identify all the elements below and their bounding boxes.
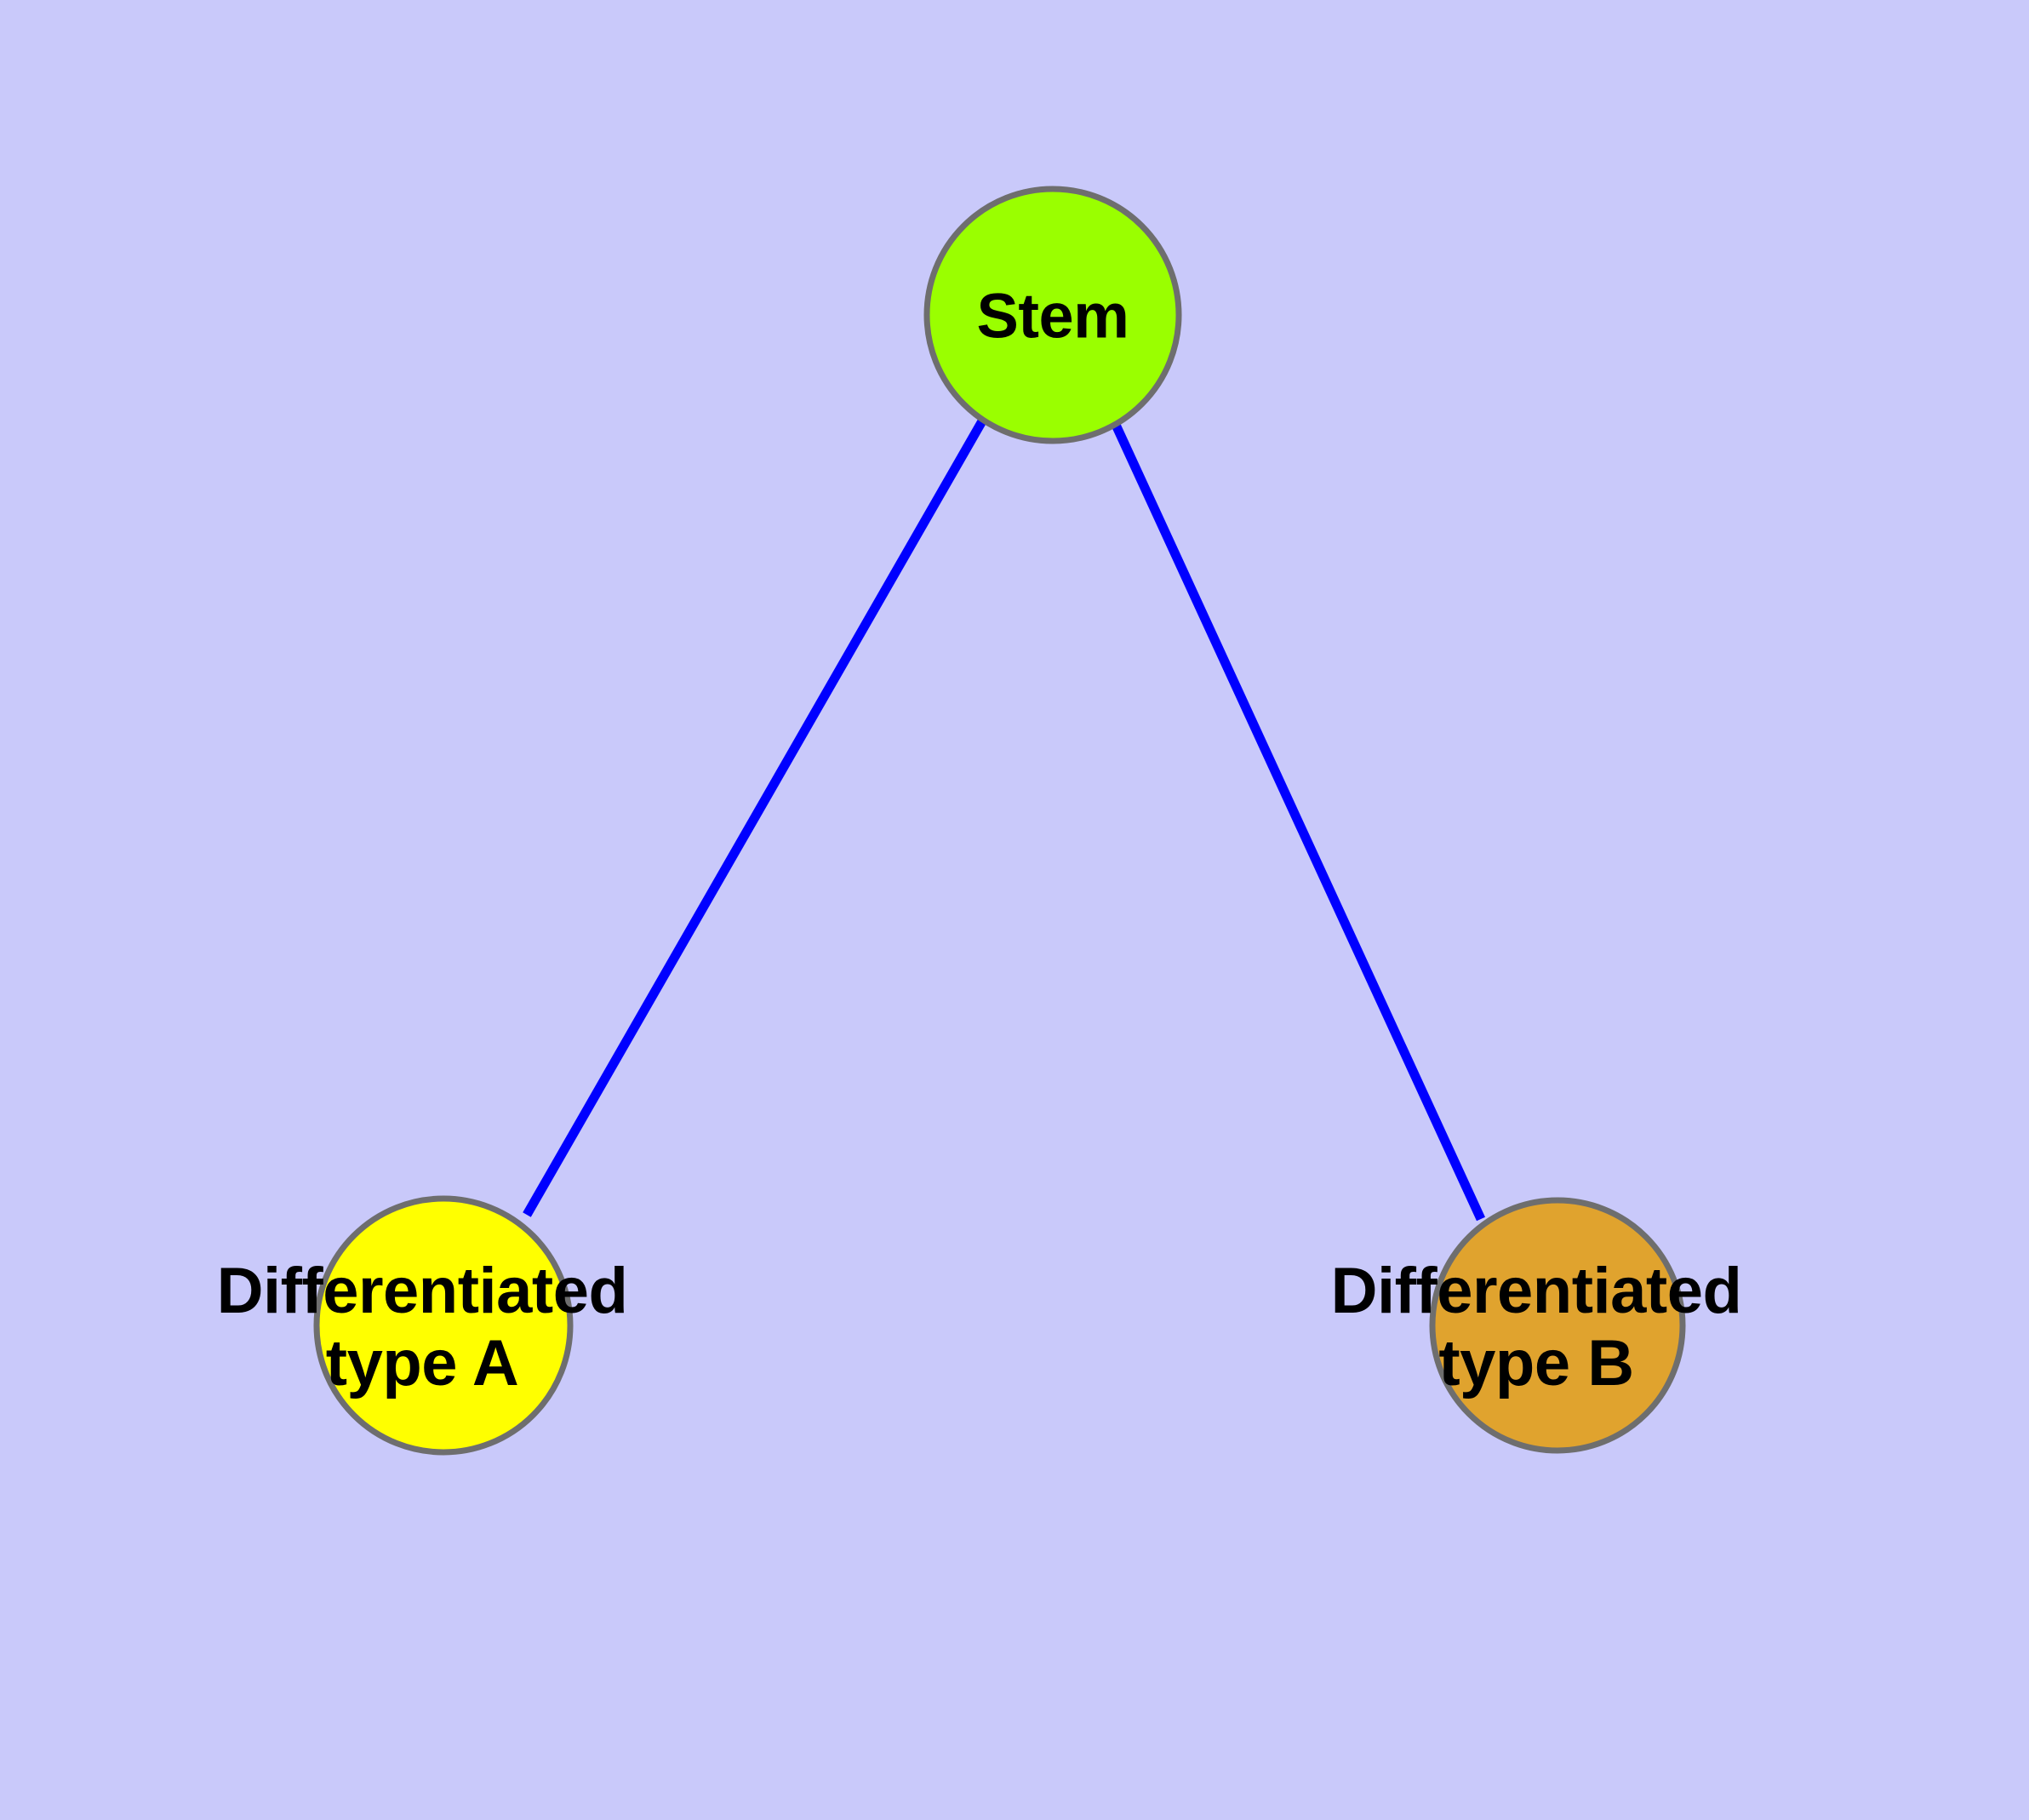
edge-stem-to-diff-a: [523, 417, 987, 1217]
edge-layer: [523, 417, 1485, 1222]
node-layer: [313, 186, 1686, 1456]
edge-stem-to-diff-b: [1112, 422, 1485, 1222]
node-differentiated-type-a[interactable]: [313, 1195, 574, 1456]
node-differentiated-type-b[interactable]: [1429, 1197, 1686, 1454]
node-stem[interactable]: [923, 186, 1182, 444]
